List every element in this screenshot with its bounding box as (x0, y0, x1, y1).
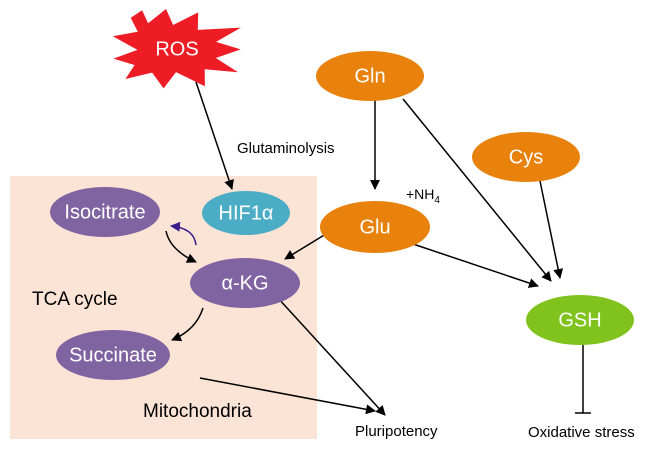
akg-label: α-KG (221, 272, 268, 294)
gsh-label: GSH (558, 309, 601, 331)
glu-label: Glu (359, 216, 390, 238)
nh4-prefix: +NH (406, 186, 434, 202)
node-isocitrate: Isocitrate (50, 187, 160, 237)
edge-succinate-pluripotency (199, 377, 376, 415)
node-cys: Cys (472, 132, 580, 182)
edge-cys-gsh (539, 180, 564, 279)
ros-label: ROS (155, 38, 198, 60)
edge-akg-succinate (171, 307, 204, 342)
edge-akg-pluripotency (276, 296, 386, 416)
hif1a-label: HIF1α (219, 202, 274, 224)
mitochondria-label: Mitochondria (143, 401, 252, 422)
edge-hif1a-regulation (170, 221, 197, 246)
tca-cycle-label: TCA cycle (32, 289, 118, 310)
edges (165, 81, 591, 416)
node-glu: Glu (320, 201, 430, 253)
node-succinate: Succinate (56, 330, 170, 380)
node-ros: ROS (112, 9, 241, 89)
node-gln: Gln (316, 51, 424, 101)
gln-label: Gln (354, 65, 385, 87)
edge-ros-hif1a (195, 81, 234, 190)
node-gsh: GSH (526, 295, 634, 345)
edge-isocitrate-akg (165, 230, 197, 263)
pluripotency-label: Pluripotency (355, 423, 438, 440)
isocitrate-label: Isocitrate (64, 201, 145, 223)
node-akg: α-KG (190, 258, 300, 308)
cys-label: Cys (509, 146, 543, 168)
edge-gln-gsh (402, 98, 552, 282)
node-hif1a: HIF1α (202, 191, 290, 235)
nh4-label: +NH4 (406, 186, 440, 206)
nh4-subscript: 4 (434, 195, 440, 206)
edge-glu-gsh (412, 243, 539, 288)
oxidative-stress-label: Oxidative stress (528, 424, 635, 441)
edge-gsh-oxidative-stress (575, 343, 591, 414)
ros-burst-shape (112, 9, 241, 89)
succinate-label: Succinate (69, 344, 157, 366)
glutaminolysis-label: Glutaminolysis (237, 140, 335, 157)
